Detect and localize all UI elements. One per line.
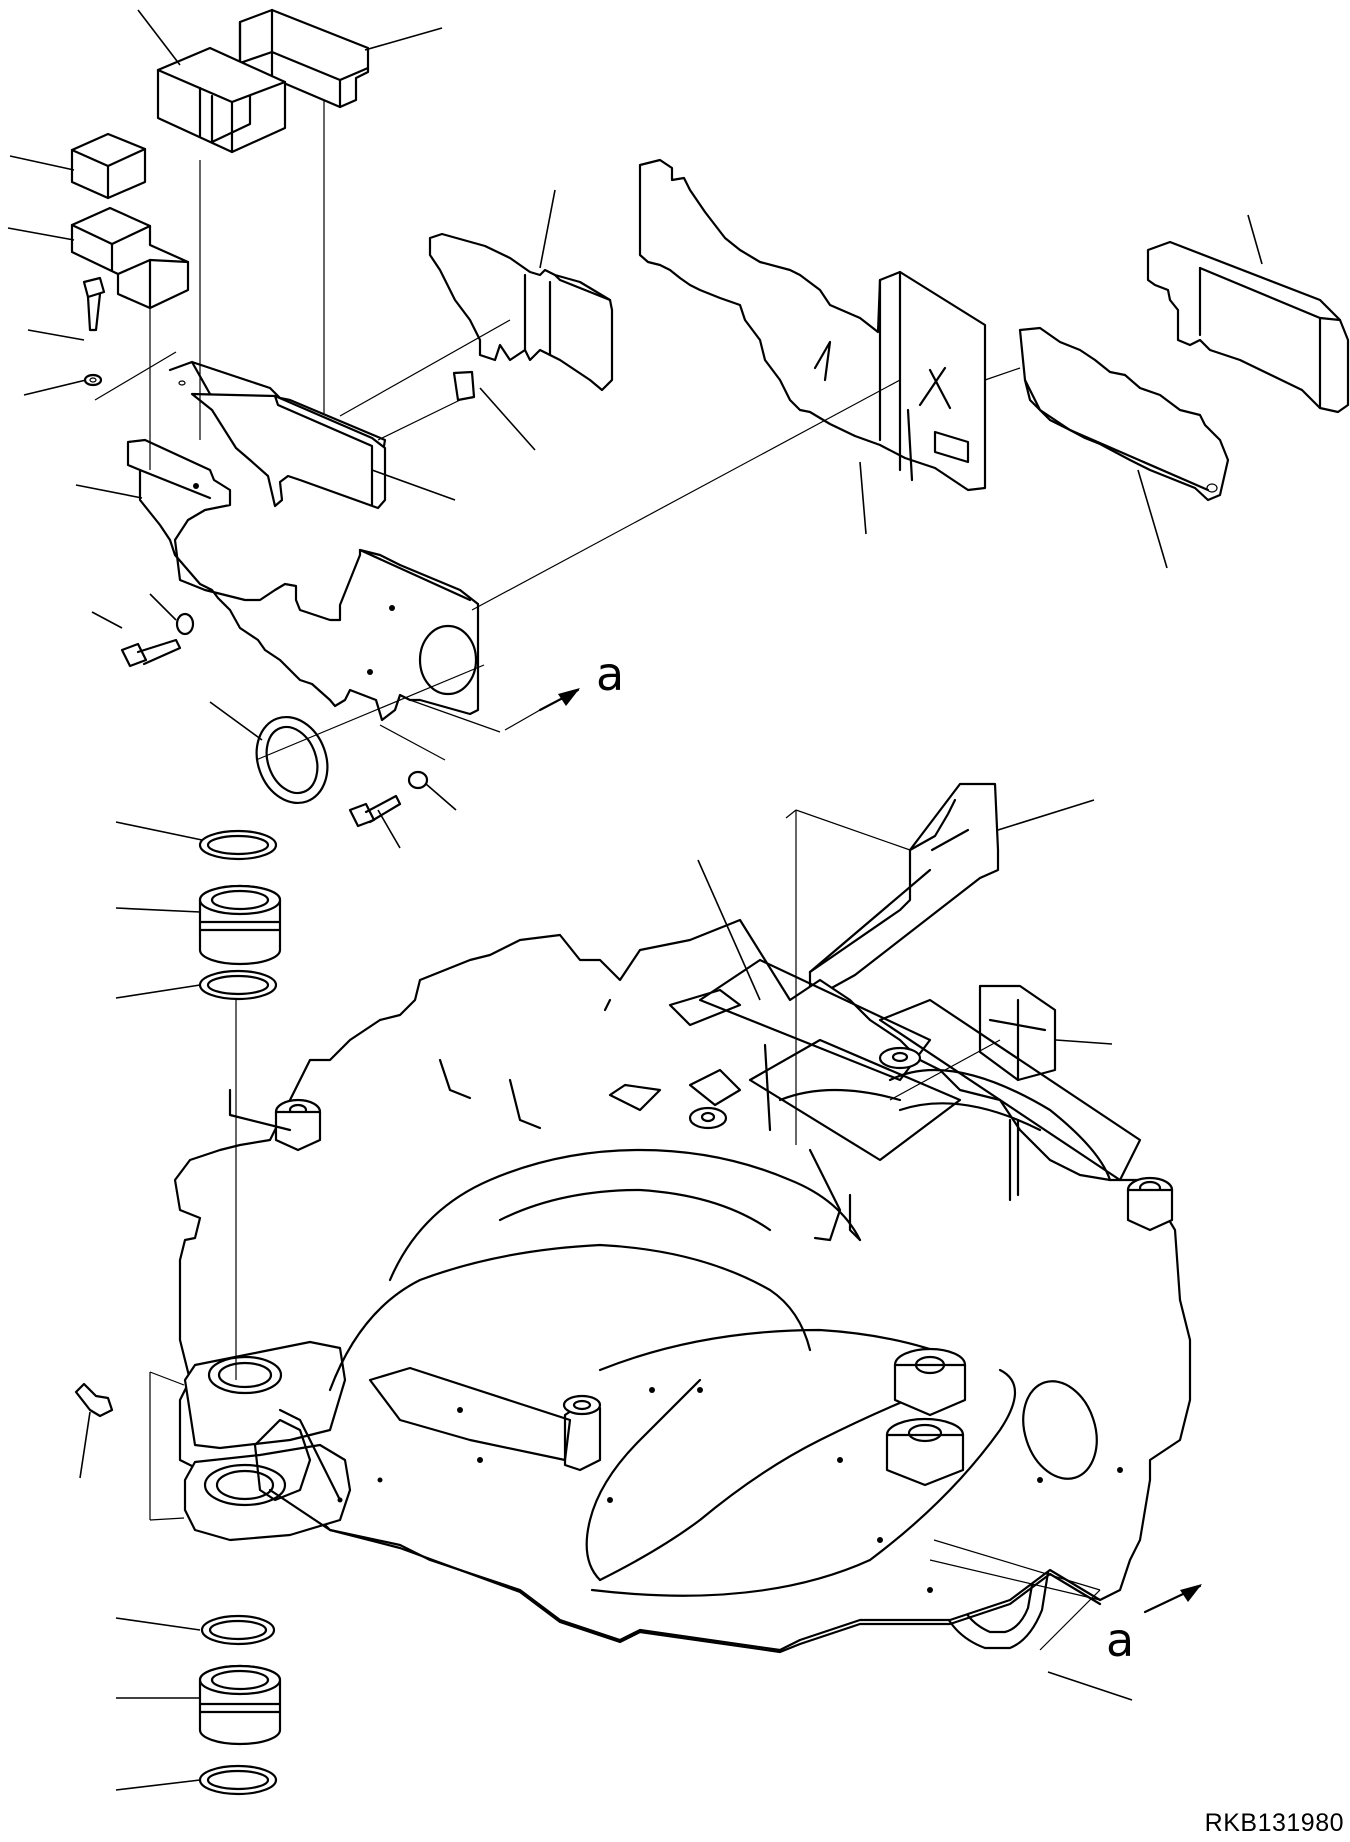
seal-ring-2 [198, 969, 278, 1001]
foam-block-lower [978, 984, 1057, 1082]
bolt-mid-center [348, 770, 429, 828]
foam-block-small [70, 132, 147, 200]
washer-upper [83, 373, 103, 387]
section-label-lower: a [1106, 1613, 1134, 1667]
washer-mid-center [407, 770, 429, 790]
bolt-mid-left [120, 612, 195, 668]
revolving-frame [173, 918, 1192, 1654]
washer-mid-left [175, 612, 195, 636]
seal-ring-1 [198, 829, 278, 861]
bushing-2 [198, 1664, 282, 1746]
leader-lines [7, 9, 1263, 1791]
bushing-1 [198, 884, 282, 966]
foam-plate-lower [808, 782, 1000, 1002]
bolt-upper [82, 276, 106, 387]
section-arrow-lower [1143, 1584, 1202, 1614]
curved-plate-right [1018, 326, 1230, 502]
section-arrow-upper [504, 688, 580, 731]
main-cover-plate [126, 438, 480, 722]
foam-piece-notched [428, 232, 614, 392]
gasket-ring [255, 715, 329, 805]
seal-ring-3 [200, 1614, 276, 1646]
foam-block-double [156, 46, 287, 154]
foam-piece-right [1146, 240, 1350, 414]
side-panel-center [638, 158, 987, 492]
section-label-upper: a [596, 647, 624, 701]
foam-block-top [238, 8, 370, 109]
grease-fitting [74, 1382, 114, 1418]
seal-ring-4 [198, 1764, 278, 1796]
foam-block-step [70, 206, 190, 310]
drawing-number: RKB131980 [1204, 1809, 1344, 1837]
small-plate [452, 370, 476, 402]
